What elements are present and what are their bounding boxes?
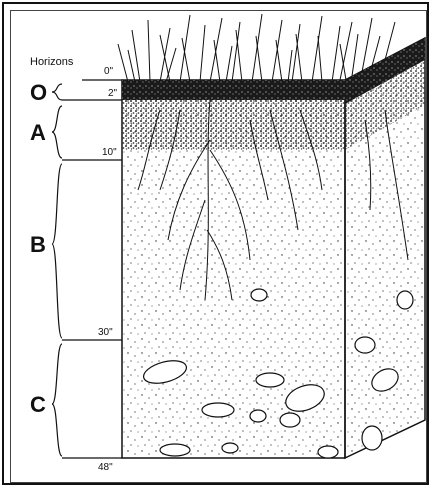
horizon-braces [52, 84, 62, 456]
horizon-b-label: B [30, 232, 46, 258]
horizon-c-label: C [30, 392, 46, 418]
grass-tufts [118, 14, 395, 82]
horizons-heading: Horizons [30, 56, 73, 68]
horizon-o-label: O [30, 80, 47, 106]
depth-label-10: 10" [102, 147, 117, 158]
depth-label-0: 0" [104, 66, 113, 77]
horizon-a-label: A [30, 120, 46, 146]
o-horizon-band [122, 80, 345, 100]
depth-label-2: 2" [108, 88, 117, 99]
horizon-boundaries [62, 80, 122, 458]
depth-label-30: 30" [98, 327, 113, 338]
depth-label-48: 48" [98, 462, 113, 473]
